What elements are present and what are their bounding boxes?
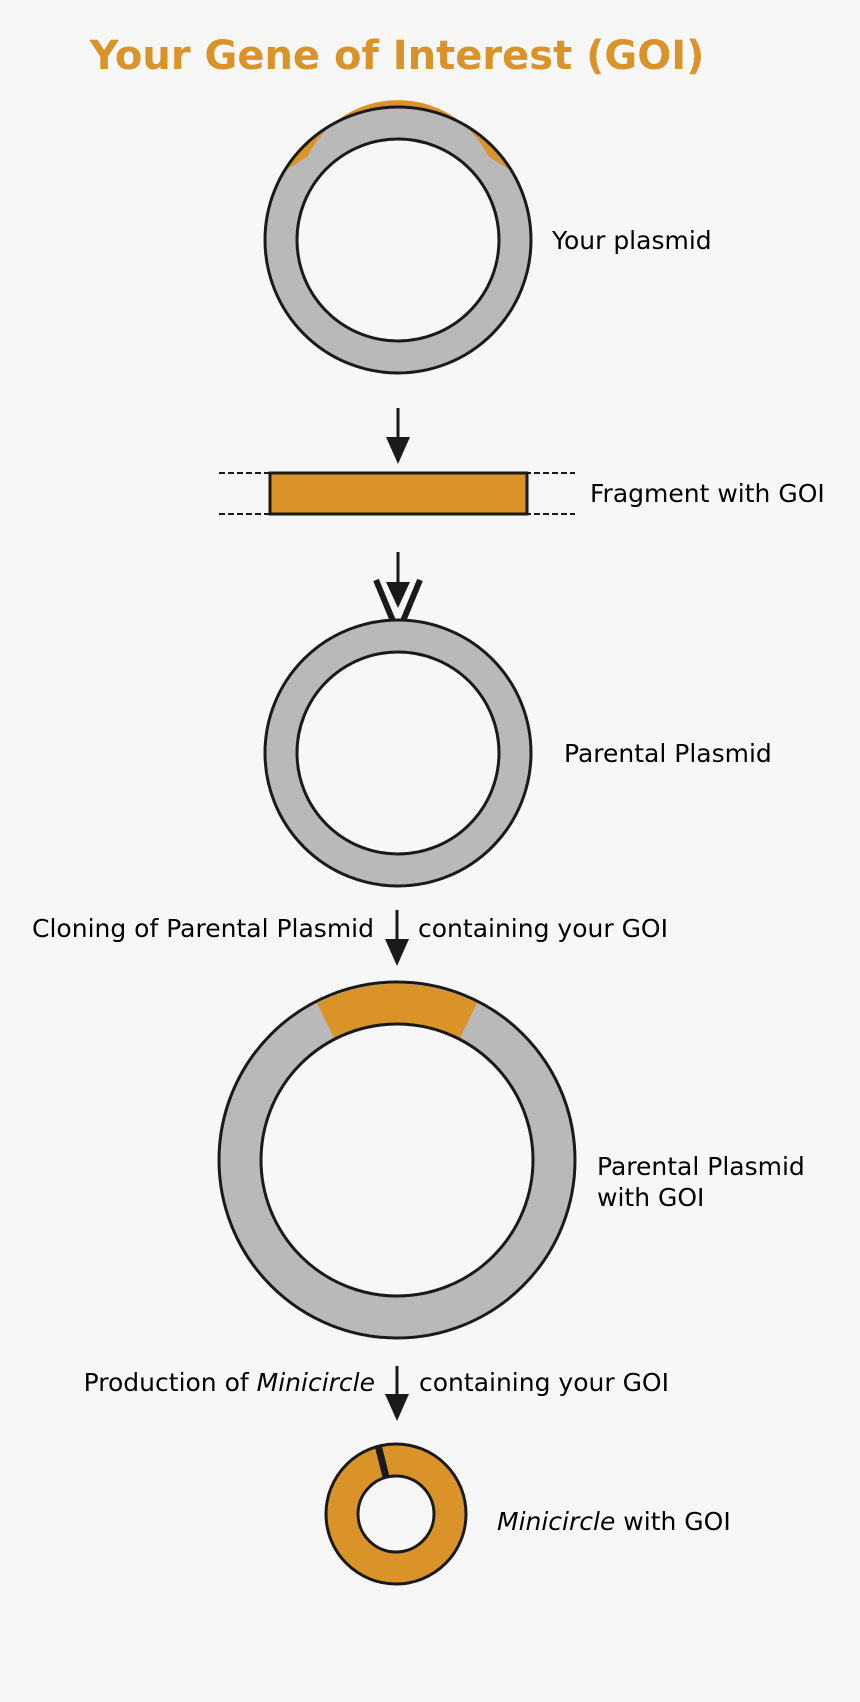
production-step-right-label: containing your GOI — [419, 1368, 669, 1397]
minicircle — [324, 1442, 468, 1586]
minicircle-recombination-site — [374, 1444, 390, 1478]
parental-goi-plasmid-goi-segment — [317, 983, 477, 1038]
minicircle-outer-outline — [324, 1442, 468, 1586]
arrow-down-icon — [385, 1366, 409, 1421]
parental-plasmid-inner-outline — [295, 650, 501, 856]
fragment-goi-block — [268, 471, 529, 516]
parental-plasmid-with-goi — [217, 980, 577, 1340]
parental-plasmid-backbone — [265, 620, 531, 886]
parental-plasmid-outer-outline — [263, 618, 533, 888]
your-plasmid-goi-segment — [285, 100, 511, 170]
parental-plasmid — [263, 618, 533, 888]
goi-fragment — [219, 471, 575, 516]
your-plasmid — [263, 100, 533, 375]
production-left-text: Production of — [84, 1368, 257, 1397]
parental-goi-plasmid-inner-outline — [259, 1022, 535, 1298]
arrow-down-icon — [385, 910, 409, 966]
your-plasmid-inner-outline — [295, 137, 501, 343]
production-left-italic: Minicircle — [257, 1368, 375, 1397]
parental-with-goi-label-line1: Parental Plasmid — [597, 1152, 805, 1181]
cloning-step-left-label: Cloning of Parental Plasmid — [32, 914, 374, 943]
minicircle-label-rest: with GOI — [615, 1507, 730, 1536]
minicircle-label: Minicircle with GOI — [497, 1507, 731, 1536]
production-step-left-label: Production of Minicircle — [84, 1368, 375, 1397]
fragment-label: Fragment with GOI — [590, 479, 825, 508]
cloning-step-right-label: containing your GOI — [418, 914, 668, 943]
arrow-down-icon — [386, 552, 410, 608]
parental-goi-plasmid-outer-outline — [217, 980, 577, 1340]
your-plasmid-backbone — [265, 107, 531, 373]
diagram-title: Your Gene of Interest (GOI) — [89, 33, 705, 79]
insertion-site-icon — [373, 578, 423, 623]
your-plasmid-outer-outline — [263, 105, 533, 375]
minicircle-label-italic: Minicircle — [497, 1507, 615, 1536]
parental-with-goi-label-line2: with GOI — [597, 1183, 704, 1212]
minicircle-goi-ring — [326, 1444, 466, 1584]
your-plasmid-label: Your plasmid — [551, 226, 712, 255]
parental-plasmid-label: Parental Plasmid — [564, 739, 772, 768]
minicircle-inner-outline — [356, 1474, 436, 1554]
arrow-down-icon — [386, 408, 410, 464]
